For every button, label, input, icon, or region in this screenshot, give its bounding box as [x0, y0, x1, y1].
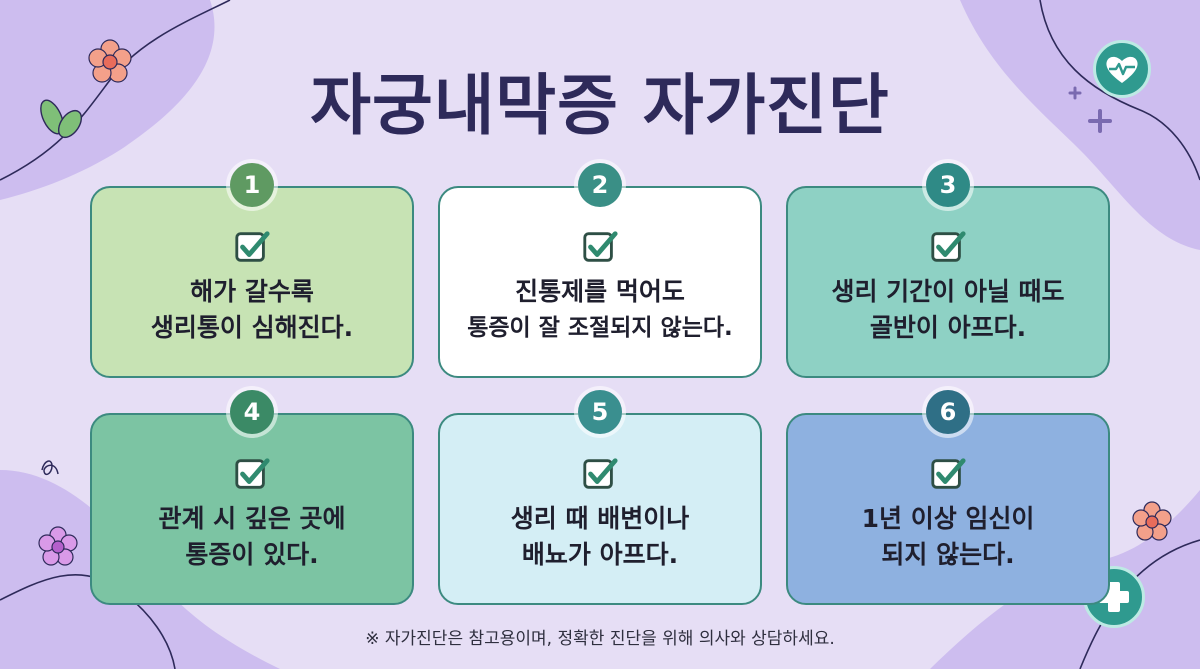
card-text: 관계 시 깊은 곳에 통증이 있다. [102, 501, 402, 573]
vine-top-left [0, 0, 231, 181]
card-line-2: 통증이 있다. [185, 540, 319, 569]
checklist-card-6: 6 1년 이상 임신이 되지 않는다. [786, 390, 1110, 605]
checklist-card-3: 3 생리 기간이 아닐 때도 골반이 아프다. [786, 163, 1110, 378]
vine-top-right [1039, 0, 1200, 181]
checklist-card-1: 1 해가 갈수록 생리통이 심해진다. [90, 163, 414, 378]
heart-pulse-icon [1093, 40, 1151, 98]
checkbox-check-icon [931, 458, 966, 489]
card-text: 해가 갈수록 생리통이 심해진다. [102, 274, 402, 346]
leaf-icon [40, 99, 83, 139]
card-line-2: 배뇨가 아프다. [521, 540, 679, 569]
number-badge: 1 [230, 163, 274, 207]
number-badge: 3 [926, 163, 970, 207]
top-left-blob [0, 0, 215, 200]
checkbox-check-icon [235, 231, 270, 262]
card-text: 생리 기간이 아닐 때도 골반이 아프다. [798, 274, 1098, 346]
card-line-2: 골반이 아프다. [869, 313, 1027, 342]
card-line-2: 통증이 잘 조절되지 않는다. [467, 315, 733, 341]
card-text: 1년 이상 임신이 되지 않는다. [798, 501, 1098, 573]
plus-icon-small [1068, 86, 1082, 100]
card-line-1: 진통제를 먹어도 [515, 277, 685, 306]
card-line-1: 생리 기간이 아닐 때도 [831, 277, 1065, 306]
card-line-1: 관계 시 깊은 곳에 [158, 504, 346, 533]
checklist-card-4: 4 관계 시 깊은 곳에 통증이 있다. [90, 390, 414, 605]
card-text: 생리 때 배변이나 배뇨가 아프다. [450, 501, 750, 573]
flower-icon-bottom-left [38, 526, 78, 566]
page-title: 자궁내막증 자가진단 [310, 67, 890, 144]
number-badge: 2 [578, 163, 622, 207]
disclaimer-footer: ※ 자가진단은 참고용이며, 정확한 진단을 위해 의사와 상담하세요. [365, 629, 835, 649]
squiggle-doodle [41, 460, 59, 476]
number-badge: 6 [926, 390, 970, 434]
number-badge: 4 [230, 390, 274, 434]
card-text: 진통제를 먹어도 통증이 잘 조절되지 않는다. [450, 274, 750, 346]
plus-icon-medium [1088, 109, 1112, 133]
flower-icon-right [1132, 501, 1172, 541]
checklist-card-5: 5 생리 때 배변이나 배뇨가 아프다. [438, 390, 762, 605]
card-line-2: 생리통이 심해진다. [150, 313, 354, 342]
card-line-1: 1년 이상 임신이 [861, 504, 1035, 533]
checkbox-check-icon [931, 231, 966, 262]
checkbox-check-icon [583, 458, 618, 489]
card-line-1: 해가 갈수록 [190, 277, 314, 306]
checkbox-check-icon [235, 458, 270, 489]
number-badge: 5 [578, 390, 622, 434]
card-line-2: 되지 않는다. [881, 540, 1015, 569]
flower-icon-top-left [88, 39, 132, 83]
card-line-1: 생리 때 배변이나 [510, 504, 690, 533]
checkbox-check-icon [583, 231, 618, 262]
checklist-card-2: 2 진통제를 먹어도 통증이 잘 조절되지 않는다. [438, 163, 762, 378]
